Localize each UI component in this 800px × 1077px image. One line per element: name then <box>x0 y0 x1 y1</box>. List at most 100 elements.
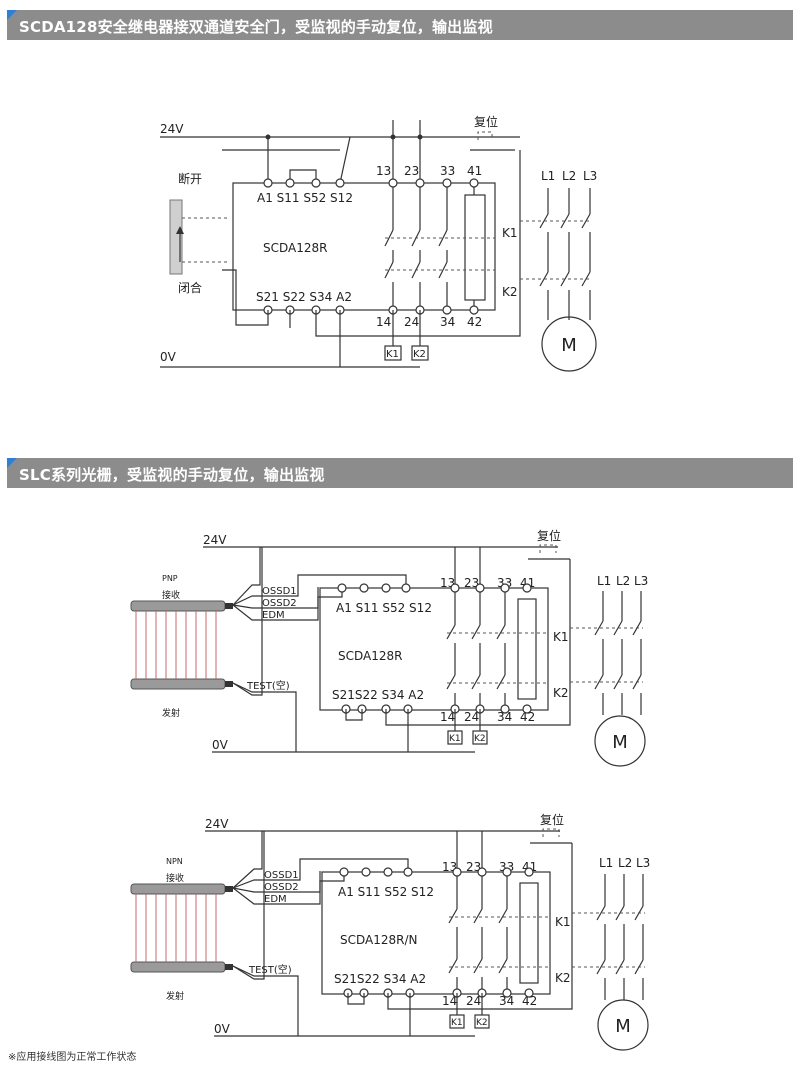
motor-symbol <box>594 715 646 767</box>
contactor-k1: K1 <box>553 630 569 644</box>
motor-symbol <box>541 316 597 372</box>
motor-label: M <box>615 1016 631 1037</box>
coil-k1: K1 <box>449 734 461 744</box>
ossd2-label: OSSD2 <box>264 882 299 893</box>
light-curtain-npn-diagram: 24V 0V NPN 接收 发射 OSSD1 OSSD2 EDM TEST(空)… <box>130 812 650 1051</box>
ossd1-label: OSSD1 <box>262 586 297 597</box>
light-curtain-pnp-diagram: 24V 0V PNP 接收 发射 OSSD1 OSSD2 EDM TEST(空)… <box>130 528 648 767</box>
motor-label: M <box>561 335 577 356</box>
motor-label: M <box>612 732 628 753</box>
reset-button-icon <box>542 828 560 837</box>
contact-34: 34 <box>499 994 514 1008</box>
test-label: TEST(空) <box>246 679 290 692</box>
switch-closed-label: 闭合 <box>178 280 202 295</box>
switch-open-label: 断开 <box>178 171 202 186</box>
reset-button-icon <box>477 131 493 140</box>
receiver-label: 接收 <box>162 589 180 601</box>
relay-top-terminals: A1 S11 S52 S12 <box>257 191 353 205</box>
coil-k2: K2 <box>474 734 486 744</box>
reset-label: 复位 <box>537 528 561 543</box>
contact-23: 23 <box>464 576 479 590</box>
contactor-k1: K1 <box>502 226 518 240</box>
motor-symbol <box>597 999 649 1051</box>
contact-42: 42 <box>520 710 535 724</box>
edm-label: EDM <box>264 894 287 905</box>
relay-bottom-terminals: S21 S22 S34 A2 <box>256 290 352 304</box>
phase-l3: L3 <box>636 856 650 870</box>
emitter-label: 发射 <box>166 990 184 1002</box>
phase-l2: L2 <box>616 574 630 588</box>
relay-bottom-terminals: S21S22 S34 A2 <box>332 688 424 702</box>
relay-contacts <box>446 547 548 714</box>
sensor-type: NPN <box>166 857 183 866</box>
contact-34: 34 <box>440 315 455 329</box>
sensor-type: PNP <box>162 574 178 583</box>
contact-42: 42 <box>522 994 537 1008</box>
phase-l1: L1 <box>599 856 613 870</box>
relay-name: SCDA128R <box>263 241 327 255</box>
relay-top-terminals: A1 S11 S52 S12 <box>338 885 434 899</box>
contactor-k2: K2 <box>502 285 518 299</box>
contact-42: 42 <box>467 315 482 329</box>
emitter-label: 发射 <box>162 707 180 719</box>
contact-14: 14 <box>376 315 391 329</box>
banner-accent <box>7 10 17 20</box>
relay-bottom-terminals: S21S22 S34 A2 <box>334 972 426 986</box>
ossd1-label: OSSD1 <box>264 870 299 881</box>
reset-label: 复位 <box>474 114 498 129</box>
contact-24: 24 <box>466 994 481 1008</box>
receiver-label: 接收 <box>166 872 184 884</box>
coil-k1: K1 <box>386 349 399 360</box>
reset-label: 复位 <box>540 812 564 827</box>
contact-23: 23 <box>404 164 419 178</box>
supply-0v-label: 0V <box>160 350 177 364</box>
ossd2-label: OSSD2 <box>262 598 297 609</box>
coil-k1: K1 <box>451 1018 463 1028</box>
relay-top-terminals: A1 S11 S52 S12 <box>336 601 432 615</box>
phase-l2: L2 <box>562 169 576 183</box>
contact-23: 23 <box>466 860 481 874</box>
section-2-banner: SLC系列光栅，受监视的手动复位，输出监视 <box>7 458 793 488</box>
phase-l1: L1 <box>541 169 555 183</box>
contact-14: 14 <box>442 994 457 1008</box>
contact-34: 34 <box>497 710 512 724</box>
safety-door-wiring-diagram: 24V 0V SCDA128R A1 S11 S52 S12 S21 S22 S… <box>160 114 597 372</box>
relay-contacts <box>448 831 550 998</box>
supply-0v-label: 0V <box>212 738 229 752</box>
section-1-banner: SCDA128安全继电器接双通道安全门，受监视的手动复位，输出监视 <box>7 10 793 40</box>
section-2-title: SLC系列光栅，受监视的手动复位，输出监视 <box>19 466 325 484</box>
banner-accent <box>7 458 17 468</box>
supply-24v-label: 24V <box>205 817 229 831</box>
contact-13: 13 <box>376 164 391 178</box>
contact-24: 24 <box>404 315 419 329</box>
supply-24v-label: 24V <box>160 122 184 136</box>
contactor-k1: K1 <box>555 915 571 929</box>
relay-name: SCDA128R <box>338 649 402 663</box>
footnote: ※应用接线图为正常工作状态 <box>8 1052 137 1063</box>
contact-33: 33 <box>440 164 455 178</box>
coil-k2: K2 <box>476 1018 488 1028</box>
contactor-k2: K2 <box>553 686 569 700</box>
phase-l2: L2 <box>618 856 632 870</box>
contact-14: 14 <box>440 710 455 724</box>
contactor-k2: K2 <box>555 971 571 985</box>
section-1-title: SCDA128安全继电器接双通道安全门，受监视的手动复位，输出监视 <box>19 18 493 36</box>
contactor-and-motor: M <box>572 874 649 1051</box>
test-label: TEST(空) <box>248 963 292 976</box>
reset-button-icon <box>539 544 557 553</box>
contactor-and-motor: M <box>570 591 646 767</box>
phase-l1: L1 <box>597 574 611 588</box>
supply-0v-label: 0V <box>214 1022 231 1036</box>
phase-l3: L3 <box>634 574 648 588</box>
relay-name: SCDA128R/N <box>340 933 418 947</box>
light-curtain-icon <box>130 883 233 973</box>
relay-contacts <box>384 120 495 315</box>
contact-24: 24 <box>464 710 479 724</box>
light-curtain-icon <box>130 600 233 690</box>
coil-k2: K2 <box>413 349 426 360</box>
phase-l3: L3 <box>583 169 597 183</box>
contact-41: 41 <box>467 164 482 178</box>
contactor-and-motor: L1 L2 L3 K1 K2 M <box>502 169 597 372</box>
door-switch-icon <box>169 199 183 275</box>
supply-24v-label: 24V <box>203 533 227 547</box>
